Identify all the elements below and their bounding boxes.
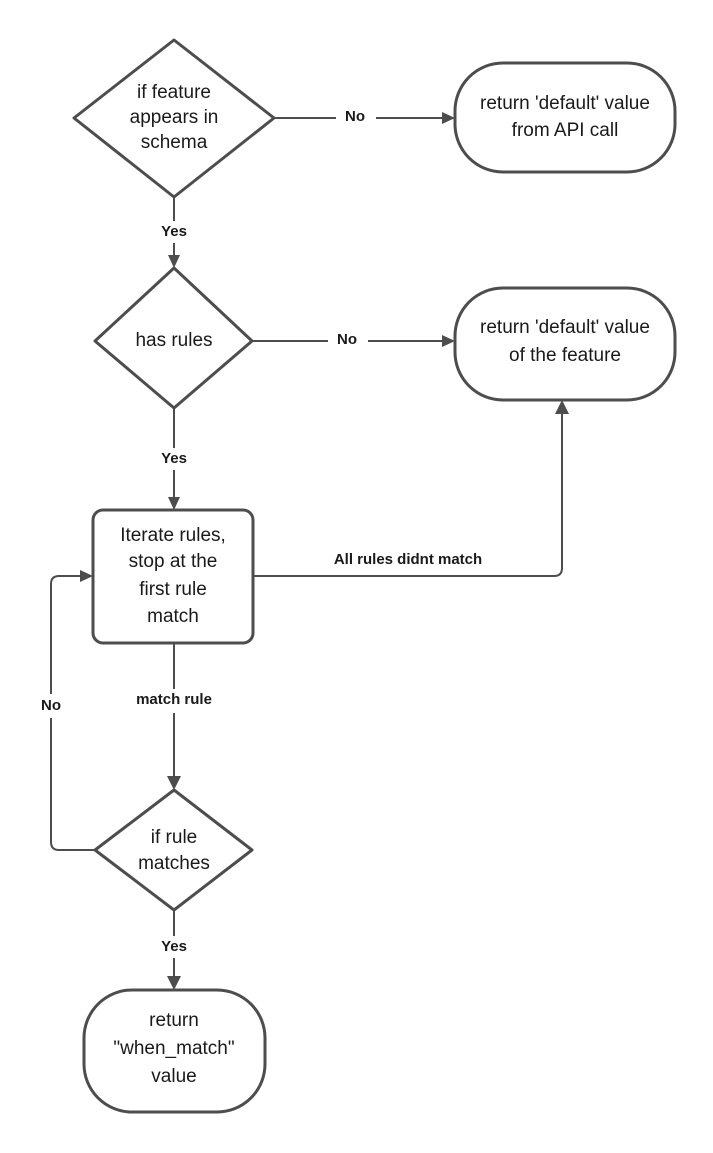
arrowhead-icon	[442, 112, 455, 124]
edge-if-rule-matches-to-iterate: No	[33, 570, 95, 851]
node-label-line-1: return	[149, 1010, 199, 1031]
decision-diamond-shape	[72, 38, 276, 199]
node-label-line-2: from API call	[512, 120, 619, 141]
arrowhead-icon	[555, 400, 569, 414]
edge-label-no: No	[345, 108, 365, 125]
node-label-line-3: first rule	[139, 579, 207, 600]
node-label-line-1: return 'default' value	[480, 93, 650, 114]
node-label-line-2: matches	[138, 853, 210, 874]
edge-label-backdrop	[328, 329, 368, 353]
node-label-line-1: if rule	[151, 827, 197, 848]
node-label-line-2: appears in	[130, 107, 219, 128]
arrowhead-icon	[80, 570, 93, 582]
edge-has-rules-to-iterate: Yes	[152, 408, 196, 510]
node-iterate-rules[interactable]: Iterate rules, stop at the first rule ma…	[91, 508, 255, 645]
edge-schema-to-has-rules: Yes	[152, 197, 196, 268]
node-label-line-3: schema	[141, 132, 208, 153]
edge-has-rules-to-default-feature: No	[252, 329, 455, 353]
edge-label-backdrop	[120, 689, 230, 713]
terminal-shape	[82, 988, 267, 1114]
edge-iterate-to-if-rule-matches: match rule	[120, 643, 230, 790]
node-label-line-2: "when_match"	[113, 1038, 234, 1059]
edge-label-yes: Yes	[161, 223, 187, 240]
edge-label-yes: Yes	[161, 938, 187, 955]
arrowhead-icon	[167, 976, 181, 990]
decision-diamond-shape	[93, 788, 254, 912]
edge-schema-to-api-call: No	[274, 105, 455, 129]
edge-label-no: No	[337, 331, 357, 348]
edge-label-match-rule: match rule	[136, 691, 212, 708]
edge-line	[253, 407, 563, 577]
node-if-rule-matches[interactable]: if rule matches	[93, 788, 254, 912]
node-label-line-2: of the feature	[509, 345, 621, 366]
edge-label-no: No	[41, 697, 61, 714]
node-label-line-1: if feature	[137, 82, 211, 103]
arrowhead-icon	[168, 497, 180, 510]
arrowhead-icon	[168, 255, 180, 268]
edge-label-backdrop	[315, 548, 500, 572]
edge-label-backdrop	[152, 221, 196, 243]
terminal-shape	[453, 286, 677, 402]
node-label-line-1: Iterate rules,	[120, 525, 226, 546]
node-label-line-4: match	[147, 606, 199, 627]
edge-label-backdrop	[152, 936, 196, 958]
node-return-when-match-value[interactable]: return "when_match" value	[82, 988, 267, 1114]
node-return-default-from-api-call[interactable]: return 'default' value from API call	[453, 61, 677, 174]
node-if-feature-appears-in-schema[interactable]: if feature appears in schema	[72, 38, 276, 199]
arrowhead-icon	[167, 776, 181, 790]
node-label-line-1: return 'default' value	[480, 317, 650, 338]
node-label-line-3: value	[151, 1066, 196, 1087]
edge-label-backdrop	[152, 448, 196, 470]
decision-diamond-shape	[93, 266, 254, 410]
process-shape	[91, 508, 255, 645]
edge-label-backdrop	[33, 694, 71, 718]
edge-if-rule-matches-to-when-match: Yes	[152, 910, 196, 990]
node-label-line-2: stop at the	[129, 551, 218, 572]
node-label-line-1: has rules	[135, 330, 212, 351]
edge-label-backdrop	[336, 105, 376, 129]
arrowhead-icon	[442, 335, 455, 347]
terminal-shape	[453, 61, 677, 174]
edge-label-yes: Yes	[161, 450, 187, 467]
node-return-default-of-the-feature[interactable]: return 'default' value of the feature	[453, 286, 677, 402]
edge-iterate-to-default-feature: All rules didnt match	[253, 400, 569, 577]
edge-label-all-rules-didnt-match: All rules didnt match	[334, 551, 482, 568]
node-has-rules[interactable]: has rules	[93, 266, 254, 410]
